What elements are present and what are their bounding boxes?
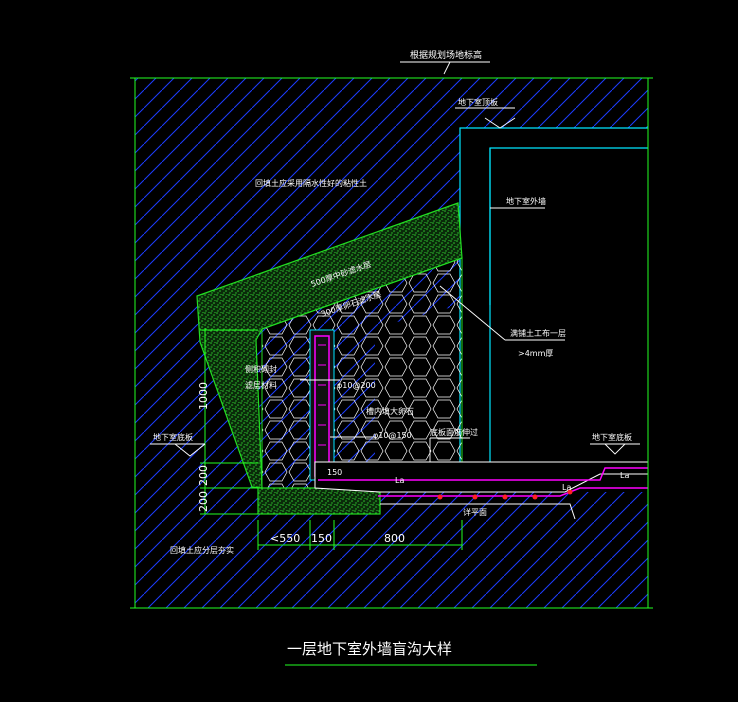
rebar-column <box>309 329 335 481</box>
backfill-bottom-label: 回填土应分层夯实 <box>170 545 234 555</box>
dim-150-inner: 150 <box>327 468 342 477</box>
rebar-spec-2-label: φ10@150 <box>373 431 412 440</box>
ln-mid-label: La <box>562 483 571 492</box>
dim-200-upper: 200 <box>197 465 210 486</box>
sand-base <box>257 487 381 515</box>
backfill-top-label: 回填土应采用隔水性好的粘性土 <box>255 178 367 188</box>
ln-left-label: La <box>395 476 404 485</box>
side-fill-label-1: 侧积砌封 <box>245 364 277 374</box>
dim-800: 800 <box>384 532 405 545</box>
floor-slab-right-label: 地下室底板 <box>592 432 632 442</box>
slab-rebar-label: 底板面筋伸过 <box>430 427 478 437</box>
dim-1000: 1000 <box>197 382 210 410</box>
fill-stone-label: 槽内填大卵石 <box>366 406 414 416</box>
geotextile-label-2: >4mm厚 <box>518 349 553 358</box>
dim-150: 150 <box>311 532 332 545</box>
side-fill-label-2: 滤层材料 <box>245 380 277 390</box>
ground-level-label: 根据规划场地标高 <box>410 49 482 61</box>
basement-roof-label: 地下室顶板 <box>458 97 498 107</box>
see-plan-label: 详平面 <box>463 507 487 517</box>
rebar-spec-1-label: φ10@200 <box>337 381 376 390</box>
sand-layer <box>196 202 463 489</box>
dim-200-lower: 200 <box>197 491 210 512</box>
geotextile-label-1: 满铺土工布一层 <box>510 328 566 338</box>
dimension-frame <box>130 77 653 609</box>
drawing-title: 一层地下室外墙盲沟大样 <box>287 640 452 658</box>
leader-lines <box>150 61 640 462</box>
ln-right-label: La <box>620 471 629 480</box>
dim-550: <550 <box>270 532 300 545</box>
floor-slab-left-label: 地下室底板 <box>153 432 193 442</box>
basement-wall-label: 地下室外墙 <box>506 196 546 206</box>
